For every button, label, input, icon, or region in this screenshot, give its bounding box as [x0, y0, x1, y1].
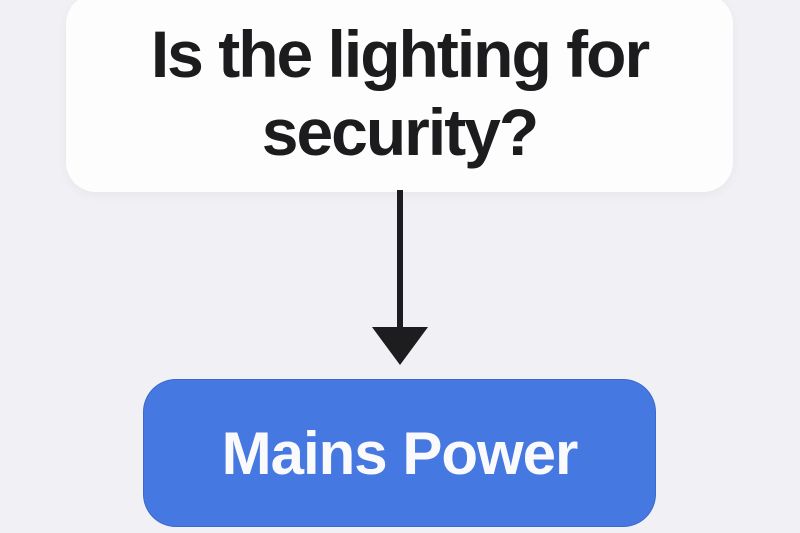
arrow-down-icon — [372, 327, 428, 365]
connector-line — [397, 190, 403, 328]
decision-node-text: Is the lighting for security? — [150, 15, 650, 171]
decision-text-line-1: Is the lighting for — [150, 17, 650, 91]
decision-node-lighting-security[interactable]: Is the lighting for security? — [66, 0, 733, 192]
result-node-mains-power[interactable]: Mains Power — [143, 379, 656, 527]
result-node-label: Mains Power — [221, 419, 579, 487]
decision-text-line-2: security? — [261, 95, 539, 169]
